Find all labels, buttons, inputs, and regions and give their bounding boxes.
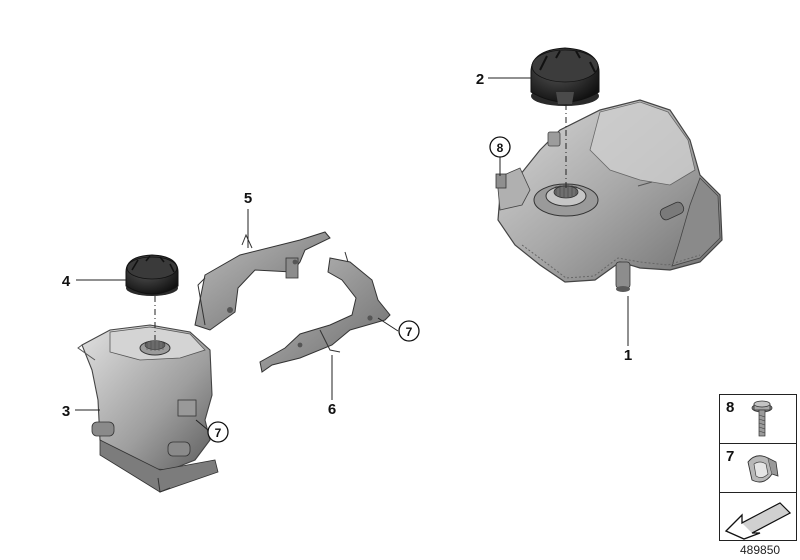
callout-7b: 7 <box>215 426 222 440</box>
parts-legend-panel: 8 7 <box>719 394 797 541</box>
callout-8-circle: 8 <box>489 136 511 158</box>
callout-7a: 7 <box>406 325 413 339</box>
legend-row-clip: 7 <box>720 444 796 493</box>
legend-number-8: 8 <box>726 399 735 416</box>
legend-row-bolt: 8 <box>720 395 796 444</box>
bracket-lower <box>259 251 391 373</box>
arrow-icon <box>724 502 792 540</box>
callout-3: 3 <box>62 403 70 420</box>
legend-number-7: 7 <box>726 448 735 465</box>
callout-5: 5 <box>244 190 252 207</box>
callout-1: 1 <box>624 347 632 364</box>
clip-icon <box>747 455 779 483</box>
callout-7-circle-b: 7 <box>207 421 229 443</box>
callout-8: 8 <box>497 141 504 155</box>
cap-large <box>530 47 600 106</box>
callout-2: 2 <box>476 71 484 88</box>
bracket-upper <box>194 231 331 331</box>
callout-7-circle-a: 7 <box>398 320 420 342</box>
bolt-icon <box>751 400 773 437</box>
leader-lines <box>75 77 629 431</box>
callout-4: 4 <box>62 273 71 290</box>
expansion-tank-small <box>77 324 219 493</box>
legend-row-arrow <box>720 493 796 542</box>
cap-small <box>125 254 179 296</box>
callout-6: 6 <box>328 401 336 418</box>
diagram-reference-number: 489850 <box>740 543 781 557</box>
expansion-tank-large <box>495 99 723 292</box>
